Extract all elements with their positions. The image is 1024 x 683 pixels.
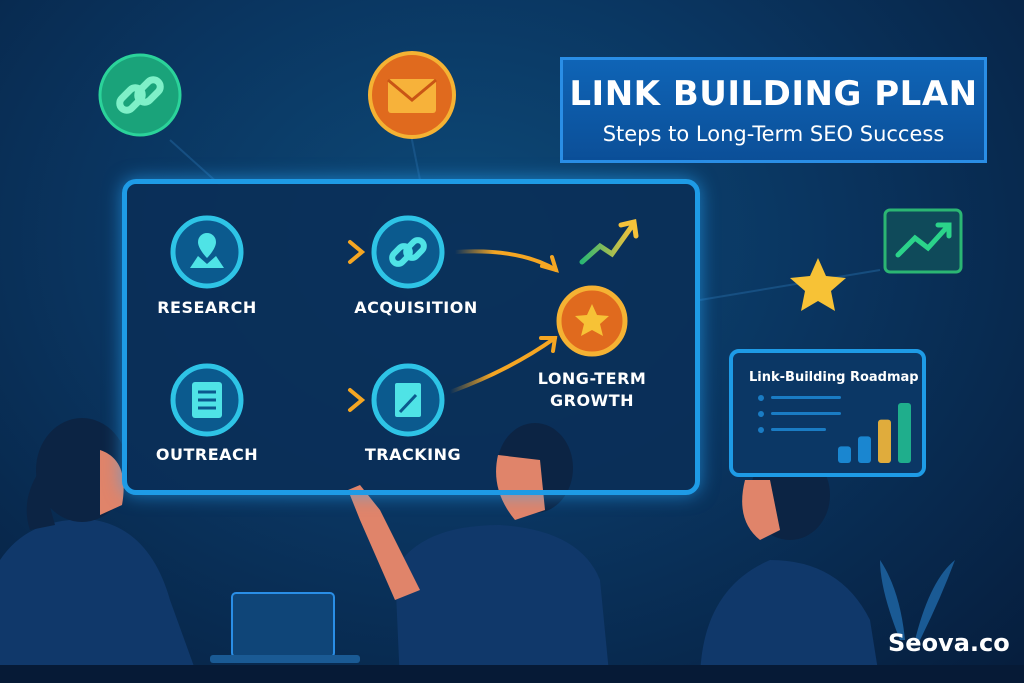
roadmap-card: Link-Building Roadmap bbox=[729, 349, 926, 477]
outreach-icon bbox=[170, 363, 244, 437]
floating-link-icon bbox=[98, 53, 182, 137]
diagram-board bbox=[122, 179, 700, 495]
page-title: LINK BUILDING PLAN bbox=[569, 74, 978, 114]
acquisition-icon bbox=[371, 215, 445, 289]
person-left bbox=[0, 418, 200, 683]
brand-logo: Seova.co bbox=[888, 629, 1010, 657]
roadmap-bar bbox=[858, 436, 871, 463]
page-subtitle: Steps to Long-Term SEO Success bbox=[602, 122, 945, 146]
plant-icon bbox=[880, 560, 955, 640]
research-icon bbox=[170, 215, 244, 289]
goal-label: LONG-TERM GROWTH bbox=[512, 368, 672, 412]
person-right bbox=[700, 450, 880, 683]
roadmap-bar bbox=[878, 419, 891, 463]
step-label-tracking: TRACKING bbox=[364, 445, 462, 464]
roadmap-bar bbox=[898, 403, 911, 463]
step-label-research: RESEARCH bbox=[157, 298, 257, 317]
tracking-icon bbox=[371, 363, 445, 437]
roadmap-graphic bbox=[758, 395, 911, 463]
step-label-acquisition: ACQUISITION bbox=[354, 298, 478, 317]
floating-trend-up-icon bbox=[883, 208, 963, 274]
laptop-icon bbox=[210, 592, 360, 663]
long-term-growth-icon bbox=[556, 285, 628, 357]
goal-label-line2: GROWTH bbox=[549, 391, 634, 410]
step-label-outreach: OUTREACH bbox=[155, 445, 259, 464]
title-banner: LINK BUILDING PLAN Steps to Long-Term SE… bbox=[560, 57, 987, 163]
floating-star-icon bbox=[790, 258, 846, 311]
roadmap-title: Link-Building Roadmap bbox=[749, 370, 919, 385]
goal-label-line1: LONG-TERM bbox=[537, 369, 647, 388]
flow-arrows bbox=[253, 218, 639, 412]
roadmap-bar bbox=[838, 446, 851, 463]
floating-mail-icon bbox=[368, 51, 456, 139]
